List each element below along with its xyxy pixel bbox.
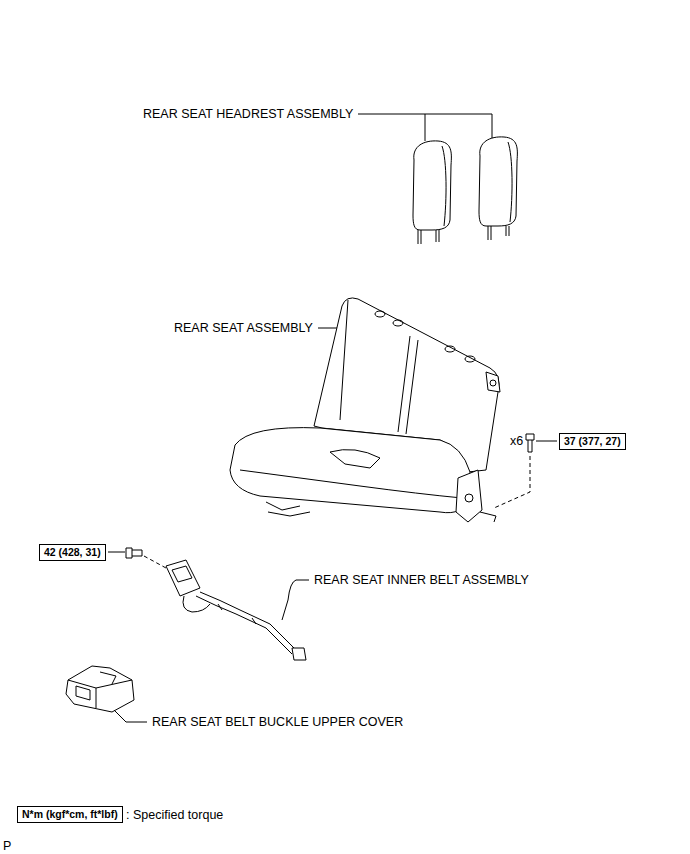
leader-line bbox=[114, 710, 147, 722]
legend-text: : Specified torque bbox=[126, 808, 223, 823]
torque-value: 42 (428, 31) bbox=[44, 546, 101, 559]
headrest-drawing bbox=[413, 141, 451, 244]
legend-unit-box: N*m (kgf*cm, ft*lbf) bbox=[17, 806, 123, 823]
torque-box: 42 (428, 31) bbox=[39, 544, 106, 561]
cover-drawing bbox=[66, 666, 134, 712]
leader-line bbox=[358, 114, 492, 141]
torque-value: 37 (377, 27) bbox=[564, 435, 621, 448]
bolt-symbol bbox=[526, 434, 534, 452]
part-name: REAR SEAT INNER BELT ASSEMBLY bbox=[314, 573, 529, 588]
quantity-label: x6 bbox=[510, 434, 523, 449]
torque-box: 37 (377, 27) bbox=[559, 433, 626, 450]
part-name: REAR SEAT HEADREST ASSEMBLY bbox=[143, 107, 353, 122]
dashed-line bbox=[494, 456, 530, 508]
torque-value: N*m (kgf*cm, ft*lbf) bbox=[22, 808, 118, 821]
dashed-line bbox=[144, 556, 166, 568]
leader-line bbox=[536, 441, 557, 442]
leader-line bbox=[108, 552, 125, 553]
leader-line bbox=[282, 580, 309, 620]
bolt-symbol bbox=[126, 548, 142, 558]
page-mark: P bbox=[3, 839, 11, 854]
part-name: REAR SEAT ASSEMBLY bbox=[174, 321, 313, 336]
part-name: REAR SEAT BELT BUCKLE UPPER COVER bbox=[152, 715, 403, 730]
headrest-drawing bbox=[479, 137, 517, 240]
